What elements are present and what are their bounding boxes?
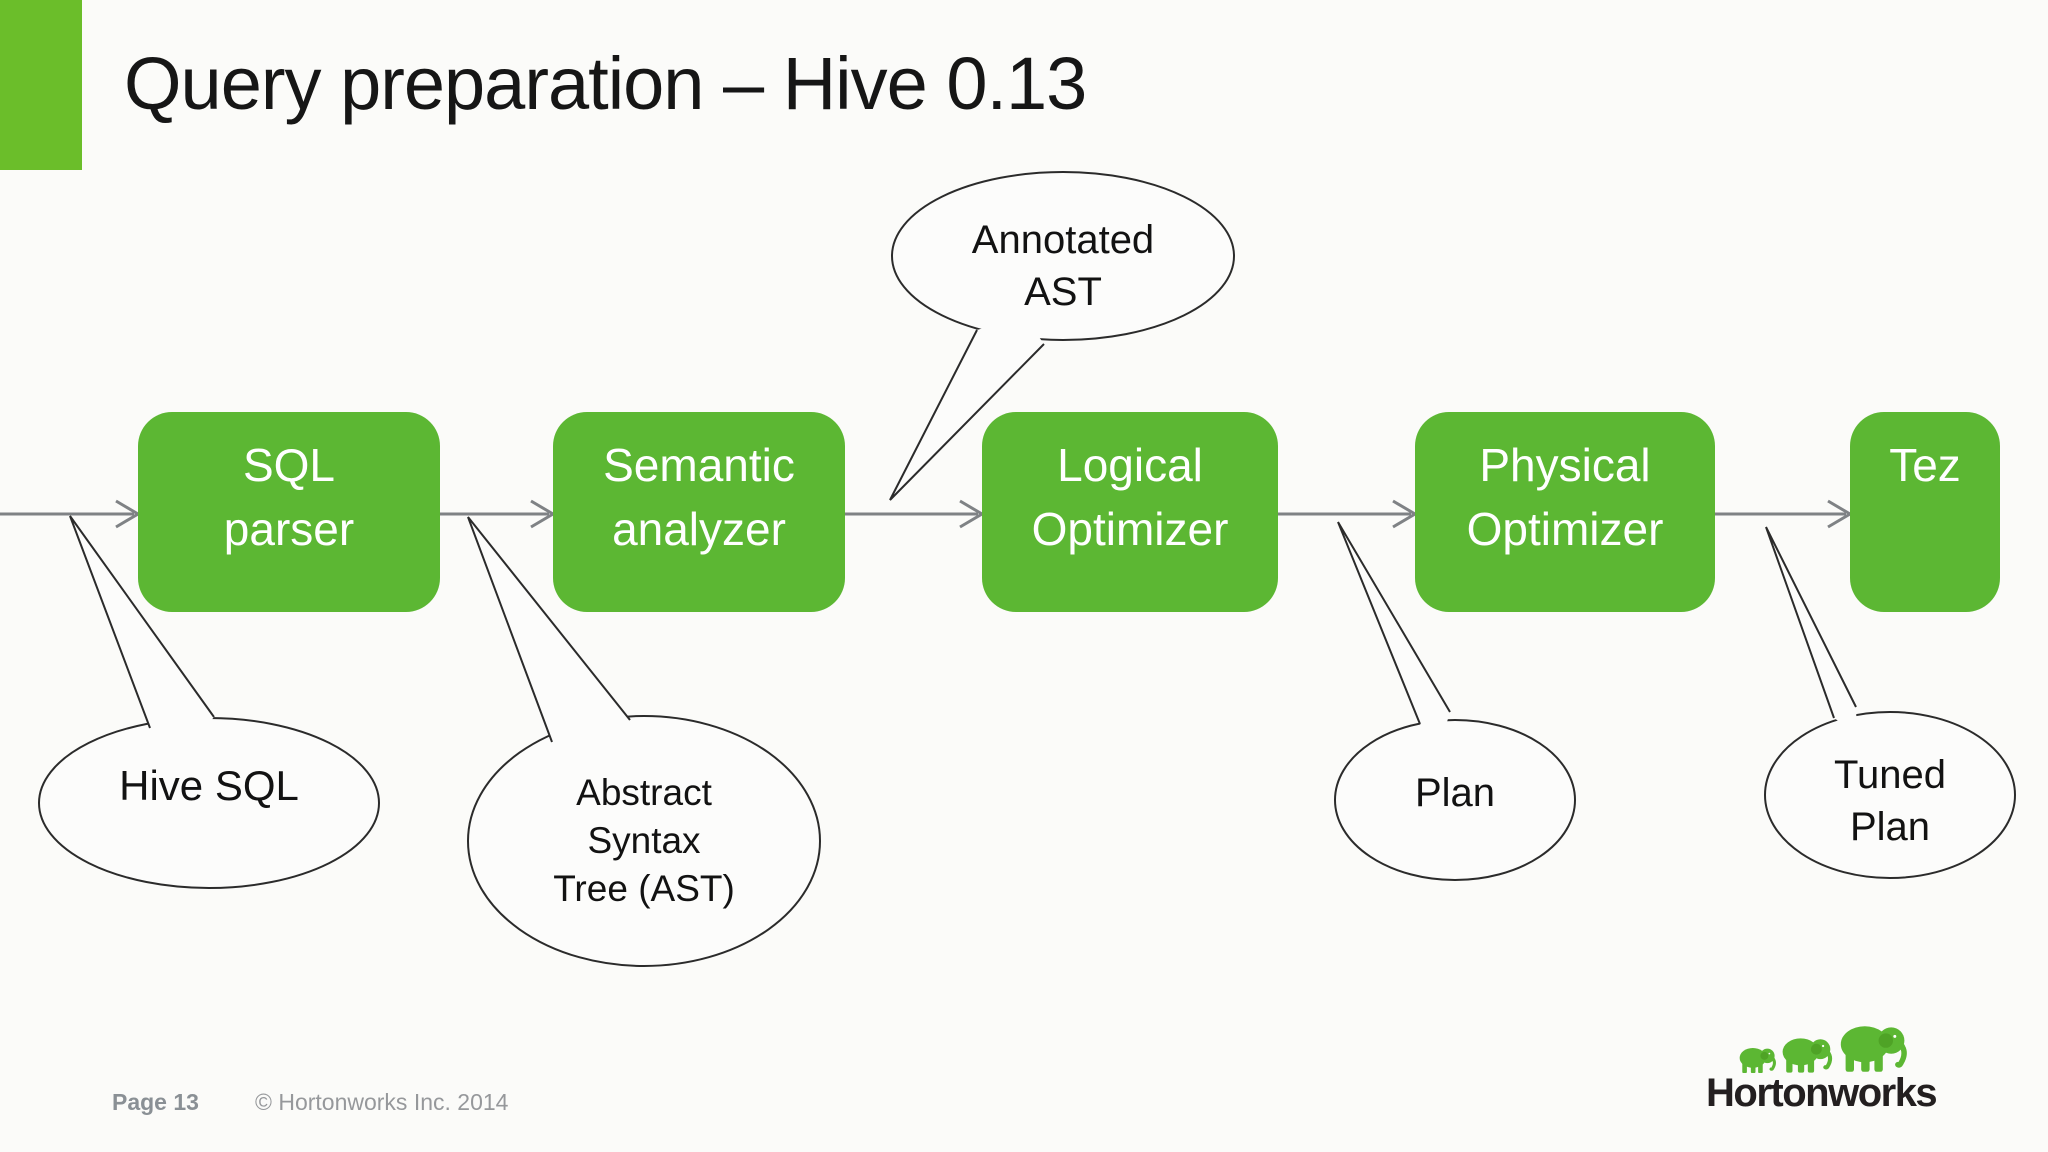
node-semantic-analyzer: Semantic analyzer: [553, 412, 845, 612]
callout-bubble-ast: [467, 516, 821, 967]
accent-corner-square: [0, 0, 82, 170]
callout-bubble-plan: [1334, 521, 1576, 881]
flow-arrow-parser-to-semantic: [440, 499, 556, 529]
node-tez: Tez: [1850, 412, 2000, 612]
hortonworks-logo-elephants-icon: [1738, 1026, 1905, 1075]
node-sql-parser: SQL parser: [138, 412, 440, 612]
flow-arrow-input: [0, 499, 141, 529]
page-title: Query preparation – Hive 0.13: [124, 42, 1087, 125]
node-logical-optimizer: Logical Optimizer: [982, 412, 1278, 612]
callout-hive-sql-label: Hive SQL: [119, 762, 299, 809]
page-number: Page 13: [112, 1089, 199, 1115]
elephant-large-icon: [1841, 1026, 1905, 1072]
callout-tuned-plan-label: Tuned Plan: [1834, 753, 1946, 849]
callout-bubbles: [38, 171, 2016, 967]
node-physical-optimizer: Physical Optimizer: [1415, 412, 1715, 612]
callout-annotated-ast-label: Annotated AST: [971, 218, 1155, 314]
callout-bubble-hive-sql: [38, 515, 380, 889]
flow-arrow-semantic-to-logical: [845, 499, 985, 529]
elephant-medium-icon: [1783, 1038, 1831, 1072]
flow-arrow-physical-to-tez: [1715, 499, 1853, 529]
hortonworks-logo-text: Hortonworks: [1706, 1071, 1938, 1115]
callout-abstract-syntax-tree-label: Abstract Syntax Tree (AST): [553, 772, 735, 909]
callout-bubble-tuned-plan: [1764, 526, 2016, 879]
elephant-small-icon: [1738, 1046, 1777, 1075]
callout-bubble-annotated-ast: [889, 171, 1235, 501]
flow-arrow-logical-to-physical: [1278, 499, 1418, 529]
callout-plan-label: Plan: [1414, 771, 1496, 815]
copyright-text: © Hortonworks Inc. 2014: [255, 1089, 509, 1115]
